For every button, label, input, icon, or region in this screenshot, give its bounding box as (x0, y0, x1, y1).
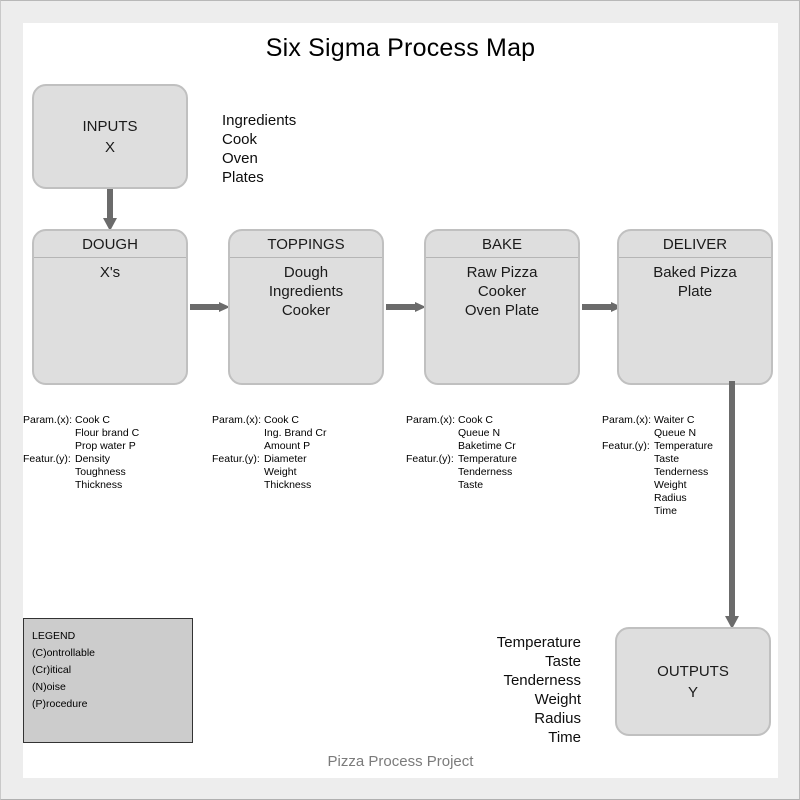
arrow-toppings-to-bake (386, 302, 426, 312)
footer-caption: Pizza Process Project (327, 753, 474, 770)
arrow-head (219, 302, 230, 312)
arrow-head (725, 616, 739, 629)
featur-key: Featur.(y): (602, 440, 650, 452)
step-side-label: INPUTS (32, 325, 37, 369)
param-key: Param.(x): (212, 414, 262, 426)
process-step-toppings[interactable]: TOPPINGS Dough Ingredients Cooker INPUTS (228, 229, 384, 385)
param-values: Waiter C Queue N (654, 414, 697, 439)
arrow-shaft (190, 304, 221, 310)
featur-key: Featur.(y): (23, 453, 71, 465)
legend-box: LEGEND (C)ontrollable (Cr)itical (N)oise… (23, 618, 193, 743)
outputs-node-text: OUTPUTS Y (617, 661, 769, 703)
step-title: DELIVER (619, 231, 771, 258)
featur-row: Featur.(y): Temperature Taste Tenderness… (602, 440, 792, 518)
featur-key: Featur.(y): (406, 453, 454, 465)
featur-row: Featur.(y): Temperature Tenderness Taste (406, 453, 596, 492)
param-row: Param.(x): Cook C Queue N Baketime Cr (406, 414, 596, 453)
inputs-node[interactable]: INPUTS X (32, 84, 188, 189)
param-row: Param.(x): Cook C Flour brand C Prop wat… (23, 414, 213, 453)
legend-item-procedure: (P)rocedure (32, 698, 88, 710)
outputs-node-line2: Y (687, 683, 698, 701)
featur-values: Temperature Taste Tenderness Weight Radi… (654, 440, 713, 517)
param-row: Param.(x): Waiter C Queue N (602, 414, 792, 440)
step-title: DOUGH (34, 231, 186, 258)
arrow-inputs-to-dough (103, 189, 117, 231)
process-step-bake[interactable]: BAKE Raw Pizza Cooker Oven Plate INPUTS (424, 229, 580, 385)
arrow-head (611, 302, 622, 312)
param-block-toppings: Param.(x): Cook C Ing. Brand Cr Amount P… (212, 414, 402, 492)
arrow-shaft (107, 189, 113, 218)
inputs-list: Ingredients Cook Oven Plates (222, 112, 297, 186)
param-key: Param.(x): (602, 414, 652, 426)
arrow-shaft (729, 381, 735, 616)
step-title: BAKE (426, 231, 578, 258)
outputs-node-line1: OUTPUTS (657, 662, 729, 680)
step-body: X's (99, 264, 121, 281)
param-values: Cook C Queue N Baketime Cr (458, 414, 516, 452)
page-title: Six Sigma Process Map (265, 34, 536, 62)
featur-values: Diameter Weight Thickness (264, 453, 312, 491)
legend-item-noise: (N)oise (32, 681, 66, 693)
step-side-label: INPUTS (424, 325, 429, 369)
param-values: Cook C Ing. Brand Cr Amount P (264, 414, 327, 452)
legend-item-controllable: (C)ontrollable (32, 647, 96, 659)
process-step-dough[interactable]: DOUGH X's INPUTS (32, 229, 188, 385)
outputs-node[interactable]: OUTPUTS Y (615, 627, 771, 736)
param-block-bake: Param.(x): Cook C Queue N Baketime Cr Fe… (406, 414, 596, 492)
process-step-deliver[interactable]: DELIVER Baked Pizza Plate INPUTS (617, 229, 773, 385)
step-body: Dough Ingredients Cooker (268, 264, 344, 319)
featur-row: Featur.(y): Density Toughness Thickness (23, 453, 213, 492)
legend-item-critical: (Cr)itical (32, 664, 72, 676)
step-title: TOPPINGS (230, 231, 382, 258)
arrow-head (415, 302, 426, 312)
featur-values: Temperature Tenderness Taste (458, 453, 517, 491)
featur-key: Featur.(y): (212, 453, 260, 465)
step-body: Raw Pizza Cooker Oven Plate (464, 264, 540, 319)
arrow-bake-to-deliver (582, 302, 622, 312)
legend-heading: LEGEND (32, 630, 76, 642)
param-key: Param.(x): (23, 414, 73, 426)
param-values: Cook C Flour brand C Prop water P (75, 414, 140, 452)
featur-values: Density Toughness Thickness (75, 453, 126, 491)
diagram-canvas: Six Sigma Process Map INPUTS X Ingredien… (23, 23, 778, 778)
inputs-node-line2: X (104, 138, 115, 156)
inputs-node-text: INPUTS X (34, 116, 186, 158)
arrow-head (103, 218, 117, 231)
arrow-shaft (386, 304, 417, 310)
param-row: Param.(x): Cook C Ing. Brand Cr Amount P (212, 414, 402, 453)
param-key: Param.(x): (406, 414, 456, 426)
step-side-label: INPUTS (617, 325, 622, 369)
param-block-deliver: Param.(x): Waiter C Queue N Featur.(y): … (602, 414, 792, 518)
step-body: Baked Pizza Plate (653, 264, 737, 300)
param-block-dough: Param.(x): Cook C Flour brand C Prop wat… (23, 414, 213, 492)
arrow-shaft (582, 304, 613, 310)
arrow-dough-to-toppings (190, 302, 230, 312)
inputs-node-line1: INPUTS (82, 117, 138, 135)
step-side-label: INPUTS (228, 325, 233, 369)
outputs-list: Temperature Taste Tenderness Weight Radi… (496, 634, 581, 746)
arrow-deliver-to-outputs (725, 381, 739, 629)
featur-row: Featur.(y): Diameter Weight Thickness (212, 453, 402, 492)
